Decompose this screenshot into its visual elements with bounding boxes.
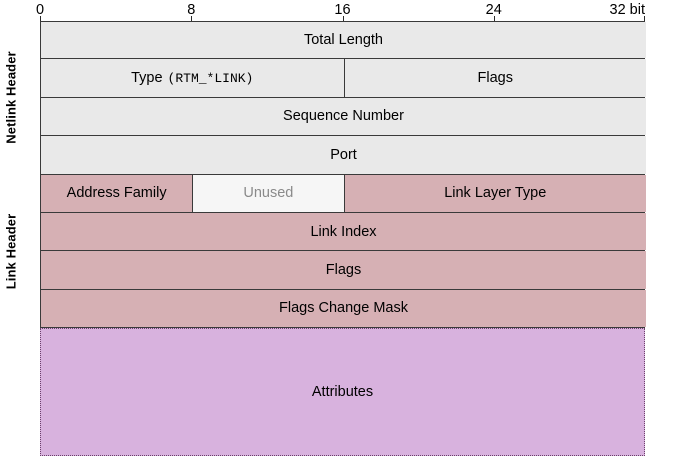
field-row-total-length: Total Length: [40, 21, 646, 60]
ruler-tick-label-24: 24: [485, 2, 502, 18]
field-label-flags: Flags: [477, 70, 513, 87]
field-row-address-family-row: Address Family Unused Link Layer Type: [40, 174, 646, 213]
field-cell-link-index: Link Index: [41, 213, 646, 251]
section-label-text: Netlink Header: [3, 51, 19, 145]
ruler-tick-label-16: 16: [334, 2, 351, 18]
field-label-flags-change-mask: Flags Change Mask: [279, 300, 408, 317]
field-row-flags-change-mask: Flags Change Mask: [40, 289, 646, 329]
ruler-tick-label-8: 8: [187, 2, 196, 18]
field-label-sequence-number: Sequence Number: [283, 108, 404, 125]
field-row-link-index: Link Index: [40, 213, 646, 252]
field-cell-type: Type(RTM_*LINK): [41, 59, 344, 97]
field-cell-sequence-number: Sequence Number: [41, 97, 646, 136]
field-row-type-flags: Type(RTM_*LINK) Flags: [40, 59, 646, 98]
section-label-netlink-header: Netlink Header: [0, 21, 22, 175]
field-row-port: Port: [40, 136, 646, 175]
attributes-label: Attributes: [311, 384, 374, 401]
field-cell-address-family: Address Family: [41, 174, 193, 212]
field-row-sequence-number: Sequence Number: [40, 97, 646, 137]
section-label-text: Link Header: [3, 213, 19, 290]
field-label-type: Type: [131, 70, 163, 87]
ruler-tick-mark-24: [493, 16, 495, 22]
field-suffix-type: (RTM_*LINK): [167, 70, 254, 86]
bit-ruler: 0 8 16 24 32 bit: [36, 0, 645, 22]
field-cell-link-layer-type: Link Layer Type: [343, 174, 646, 212]
field-label-link-flags: Flags: [325, 262, 362, 279]
ruler-tick-mark-0: [40, 16, 41, 22]
ruler-tick-label-0: 0: [35, 2, 45, 18]
field-label-link-index: Link Index: [310, 223, 377, 240]
attributes-block: Attributes: [40, 328, 645, 457]
field-cell-flags: Flags: [343, 59, 646, 97]
field-row-link-flags: Flags: [40, 251, 646, 290]
field-cell-unused: Unused: [192, 174, 344, 212]
ruler-tick-label-32: 32 bit: [609, 2, 645, 18]
ruler-tick-mark-32: [644, 16, 645, 22]
field-label-port: Port: [330, 146, 357, 163]
field-cell-total-length: Total Length: [41, 22, 646, 59]
ruler-tick-mark-8: [191, 16, 193, 22]
section-label-link-header: Link Header: [0, 175, 22, 329]
field-label-link-layer-type: Link Layer Type: [444, 185, 547, 202]
field-cell-flags-change-mask: Flags Change Mask: [41, 289, 646, 328]
field-label-address-family: Address Family: [66, 185, 167, 202]
ruler-tick-mark-16: [342, 16, 344, 22]
field-cell-port: Port: [41, 136, 646, 174]
field-label-total-length: Total Length: [303, 32, 383, 49]
field-label-unused: Unused: [243, 185, 294, 202]
field-cell-link-flags: Flags: [41, 251, 646, 289]
